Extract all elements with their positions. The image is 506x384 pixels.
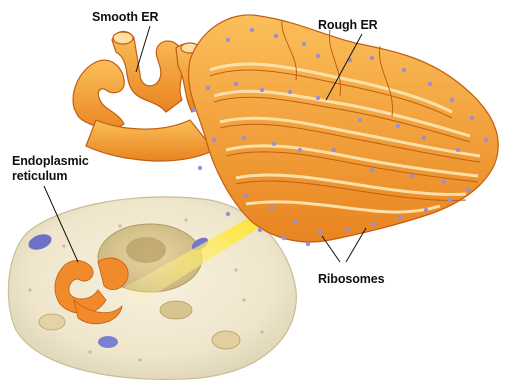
endoplasmic-reticulum-label: Endoplasmic reticulum — [12, 154, 102, 184]
endoplasmic-reticulum-label-line-2: reticulum — [12, 169, 102, 184]
smooth-er-label: Smooth ER — [92, 10, 158, 25]
endoplasmic-reticulum-label-line-1: Endoplasmic — [12, 154, 102, 169]
smooth-er-leader — [136, 26, 150, 72]
rough-er-label: Rough ER — [318, 18, 378, 33]
ribosomes-label: Ribosomes — [318, 272, 384, 287]
